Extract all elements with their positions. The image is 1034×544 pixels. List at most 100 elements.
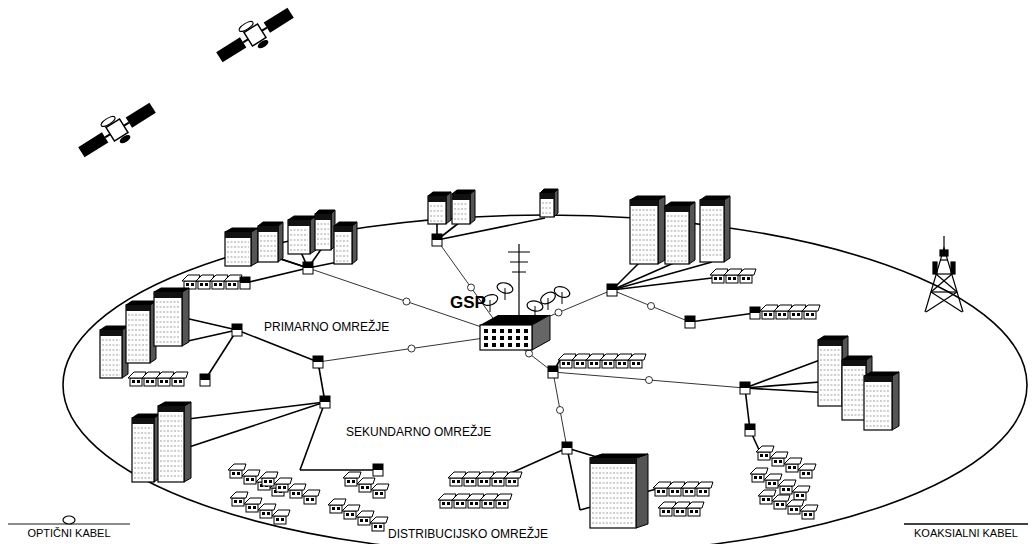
house (182, 275, 200, 289)
apartment-building (700, 196, 730, 262)
coaxial-cable (567, 448, 580, 510)
house (438, 494, 456, 508)
amplifier-box (740, 382, 750, 394)
amplifier-box (607, 284, 617, 296)
optical-cable-marker (468, 284, 475, 291)
amplifier-box (232, 324, 242, 336)
house (672, 502, 690, 516)
apartment-building (154, 288, 189, 346)
apartment-building (665, 202, 695, 264)
house (224, 275, 242, 289)
apartment-building (288, 216, 316, 254)
coaxial-cable (300, 469, 378, 471)
optical-cable-sample (6, 512, 132, 527)
coaxial-cable (300, 402, 325, 470)
apartment-building (590, 454, 648, 528)
optical-cable-marker (526, 350, 533, 357)
legend-item: KOAKSIALNI KABEL (902, 512, 1030, 540)
amplifier-box (313, 356, 323, 368)
network-label: DISTRIBUCIJSKO OMREŽJE (386, 527, 550, 541)
optical-cable-marker (403, 298, 410, 305)
house (128, 372, 146, 386)
house (614, 354, 632, 368)
optical-cable-marker (648, 303, 655, 310)
house (600, 354, 618, 368)
network-label: SEKUNDARNO OMREŽJE (344, 425, 493, 439)
head-end-label: GSP (448, 293, 488, 312)
house (667, 482, 685, 496)
optical-cable (553, 372, 745, 388)
coaxial-cable (690, 313, 755, 322)
house (798, 464, 816, 478)
house (792, 486, 810, 500)
house (758, 490, 776, 504)
apartment-building (225, 228, 258, 266)
house (802, 305, 820, 319)
apartment-building (540, 189, 558, 217)
coaxial-cable (500, 448, 567, 478)
legend-item: OPTIČNI KABEL (6, 512, 132, 540)
optical-cable-marker (555, 309, 562, 316)
optical-cable-marker (557, 407, 564, 414)
network-label: PRIMARNO OMREŽJE (262, 320, 391, 334)
apartment-building (334, 222, 357, 264)
coaxial-cable (180, 402, 325, 420)
apartment-building (630, 196, 665, 264)
house (738, 269, 756, 283)
house (586, 354, 604, 368)
house (452, 494, 470, 508)
house (494, 494, 512, 508)
amplifier-box (548, 366, 558, 378)
transmitter-tower (925, 236, 963, 312)
satellite (73, 95, 160, 165)
network-area-outline (63, 215, 1027, 544)
house (371, 484, 389, 498)
amplifier-box (685, 316, 695, 328)
house (302, 490, 320, 504)
house (686, 502, 704, 516)
house (774, 305, 792, 319)
house (156, 372, 174, 386)
coaxial-cable (612, 278, 712, 290)
amplifier-box (320, 396, 330, 408)
optical-cable-marker (646, 377, 653, 384)
apartment-building (100, 326, 128, 378)
apartment-building (126, 301, 156, 363)
house (695, 482, 713, 496)
house (196, 275, 214, 289)
house (800, 505, 818, 519)
amplifier-box (303, 262, 313, 274)
coaxial-cable (205, 330, 237, 380)
coaxial-cable (180, 402, 325, 450)
house (772, 495, 790, 509)
house (272, 510, 290, 524)
house (448, 472, 466, 486)
cable-layer (170, 218, 866, 510)
optical-cable (553, 372, 567, 448)
amplifier-box (200, 374, 210, 386)
house (490, 472, 508, 486)
coaxial-cable (245, 268, 308, 283)
head-end-building (480, 244, 571, 350)
apartment-building (452, 190, 475, 224)
amplifier-box (432, 234, 442, 246)
house (710, 269, 728, 283)
house (628, 354, 646, 368)
house (466, 494, 484, 508)
coaxial-cable (745, 360, 820, 388)
apartment-building (428, 192, 451, 224)
coaxial-cable-sample (902, 512, 1030, 527)
apartment-building (158, 402, 191, 482)
house (572, 354, 590, 368)
coaxial-cable (237, 330, 318, 362)
coaxial-cable (612, 262, 712, 290)
amplifier-box (373, 464, 383, 476)
optical-cable-marker (408, 345, 415, 352)
house (170, 372, 188, 386)
amplifier-box (750, 307, 760, 319)
house (476, 472, 494, 486)
house (480, 494, 498, 508)
house (462, 472, 480, 486)
house (142, 372, 160, 386)
